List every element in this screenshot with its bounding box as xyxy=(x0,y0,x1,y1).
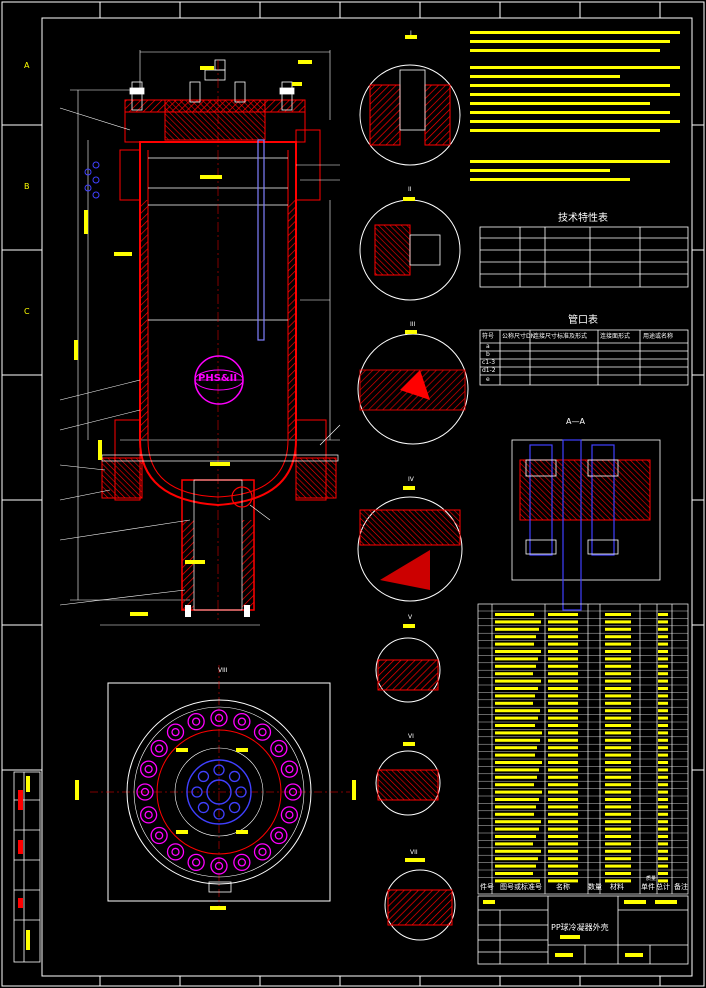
outer-bolt xyxy=(139,760,158,778)
outer-bolt xyxy=(166,723,185,741)
inner-bolt xyxy=(197,801,210,814)
outer-bolt xyxy=(136,783,154,801)
outer-bolt xyxy=(233,712,251,731)
title-block-title: PP球冷凝器外壳 xyxy=(551,923,609,932)
outer-bolt xyxy=(270,826,288,845)
outer-bolt xyxy=(253,843,272,861)
nozzle-header-symbol: 符号 xyxy=(482,333,495,340)
nozzle-symbol-d: d1-2 xyxy=(482,367,496,374)
nozzle-header-face: 连接面形式 xyxy=(600,333,631,340)
detail-label-2: II xyxy=(408,186,412,193)
inner-bolt xyxy=(213,808,225,820)
inner-bolt xyxy=(235,786,247,798)
inner-bolt xyxy=(197,770,210,783)
tech-char-title: 技术特性表 xyxy=(558,213,608,224)
outer-bolt xyxy=(280,806,299,824)
logo-text: PHS&II xyxy=(198,373,238,384)
section-label: A—A xyxy=(566,417,585,426)
technical-notes xyxy=(470,31,680,181)
nozzle-table xyxy=(479,329,689,386)
nozzle-symbol-b: b xyxy=(486,351,490,358)
outer-bolt xyxy=(284,783,302,801)
nozzle-symbol-e: e xyxy=(486,376,490,383)
outer-bolt xyxy=(210,857,228,875)
outer-bolt xyxy=(280,760,299,778)
detail-label-8: VIII xyxy=(218,667,228,674)
nozzle-symbol-c: c1-3 xyxy=(482,359,496,366)
outer-bolt xyxy=(166,843,185,861)
bom-footer-no: 件号 xyxy=(480,883,494,891)
outer-bolt xyxy=(270,739,288,758)
detail-views xyxy=(357,35,469,941)
nozzle-symbol-a: a xyxy=(486,343,490,350)
inner-bolt xyxy=(191,786,203,798)
bom-table xyxy=(477,603,689,895)
outer-bolt xyxy=(253,723,272,741)
bom-footer-name: 名称 xyxy=(556,883,570,891)
outer-bolt xyxy=(210,709,228,727)
nozzle-header-dn: 公称尺寸DN xyxy=(502,333,536,340)
detail-label-5: V xyxy=(408,614,413,621)
inner-bolt xyxy=(228,801,241,814)
bom-footer-drawing: 图号或标准号 xyxy=(500,883,542,891)
bom-footer-material: 材料 xyxy=(610,883,624,891)
outer-bolt xyxy=(150,739,168,758)
plan-view xyxy=(75,665,356,910)
bom-footer-total: 总计 xyxy=(656,883,670,891)
detail-label-6: VI xyxy=(408,733,414,740)
nozzle-header-use: 用途或名称 xyxy=(643,333,674,340)
outer-bolt xyxy=(187,712,205,731)
inner-bolt xyxy=(228,770,241,783)
detail-label-1: I xyxy=(410,30,412,37)
inner-bolt xyxy=(213,764,225,776)
section-a-a xyxy=(511,439,661,611)
bom-footer-mass: 质量 xyxy=(646,876,657,882)
bom-footer-unit: 单件 xyxy=(641,883,655,891)
nozzle-header-standard: 连接尺寸标准及形式 xyxy=(533,333,588,340)
outer-bolt xyxy=(150,826,168,845)
vessel-elevation xyxy=(59,50,341,626)
detail-label-7: VII xyxy=(410,849,418,856)
detail-label-3: III xyxy=(410,321,416,328)
zone-letter-c: C xyxy=(24,307,30,316)
detail-label-4: IV xyxy=(408,476,414,483)
nozzle-title: 管口表 xyxy=(568,315,598,326)
outer-bolt xyxy=(139,806,158,824)
tech-char-table xyxy=(479,226,689,288)
bom-footer-qty: 数量 xyxy=(588,883,602,891)
zone-letter-b: B xyxy=(24,182,30,191)
outer-bolt xyxy=(187,853,205,872)
bom-yellow xyxy=(495,613,668,883)
bom-footer-remark: 备注 xyxy=(674,883,688,891)
revision-strip xyxy=(13,771,41,963)
outer-bolt xyxy=(233,853,251,872)
zone-letter-a: A xyxy=(24,61,30,70)
title-block xyxy=(477,895,689,965)
